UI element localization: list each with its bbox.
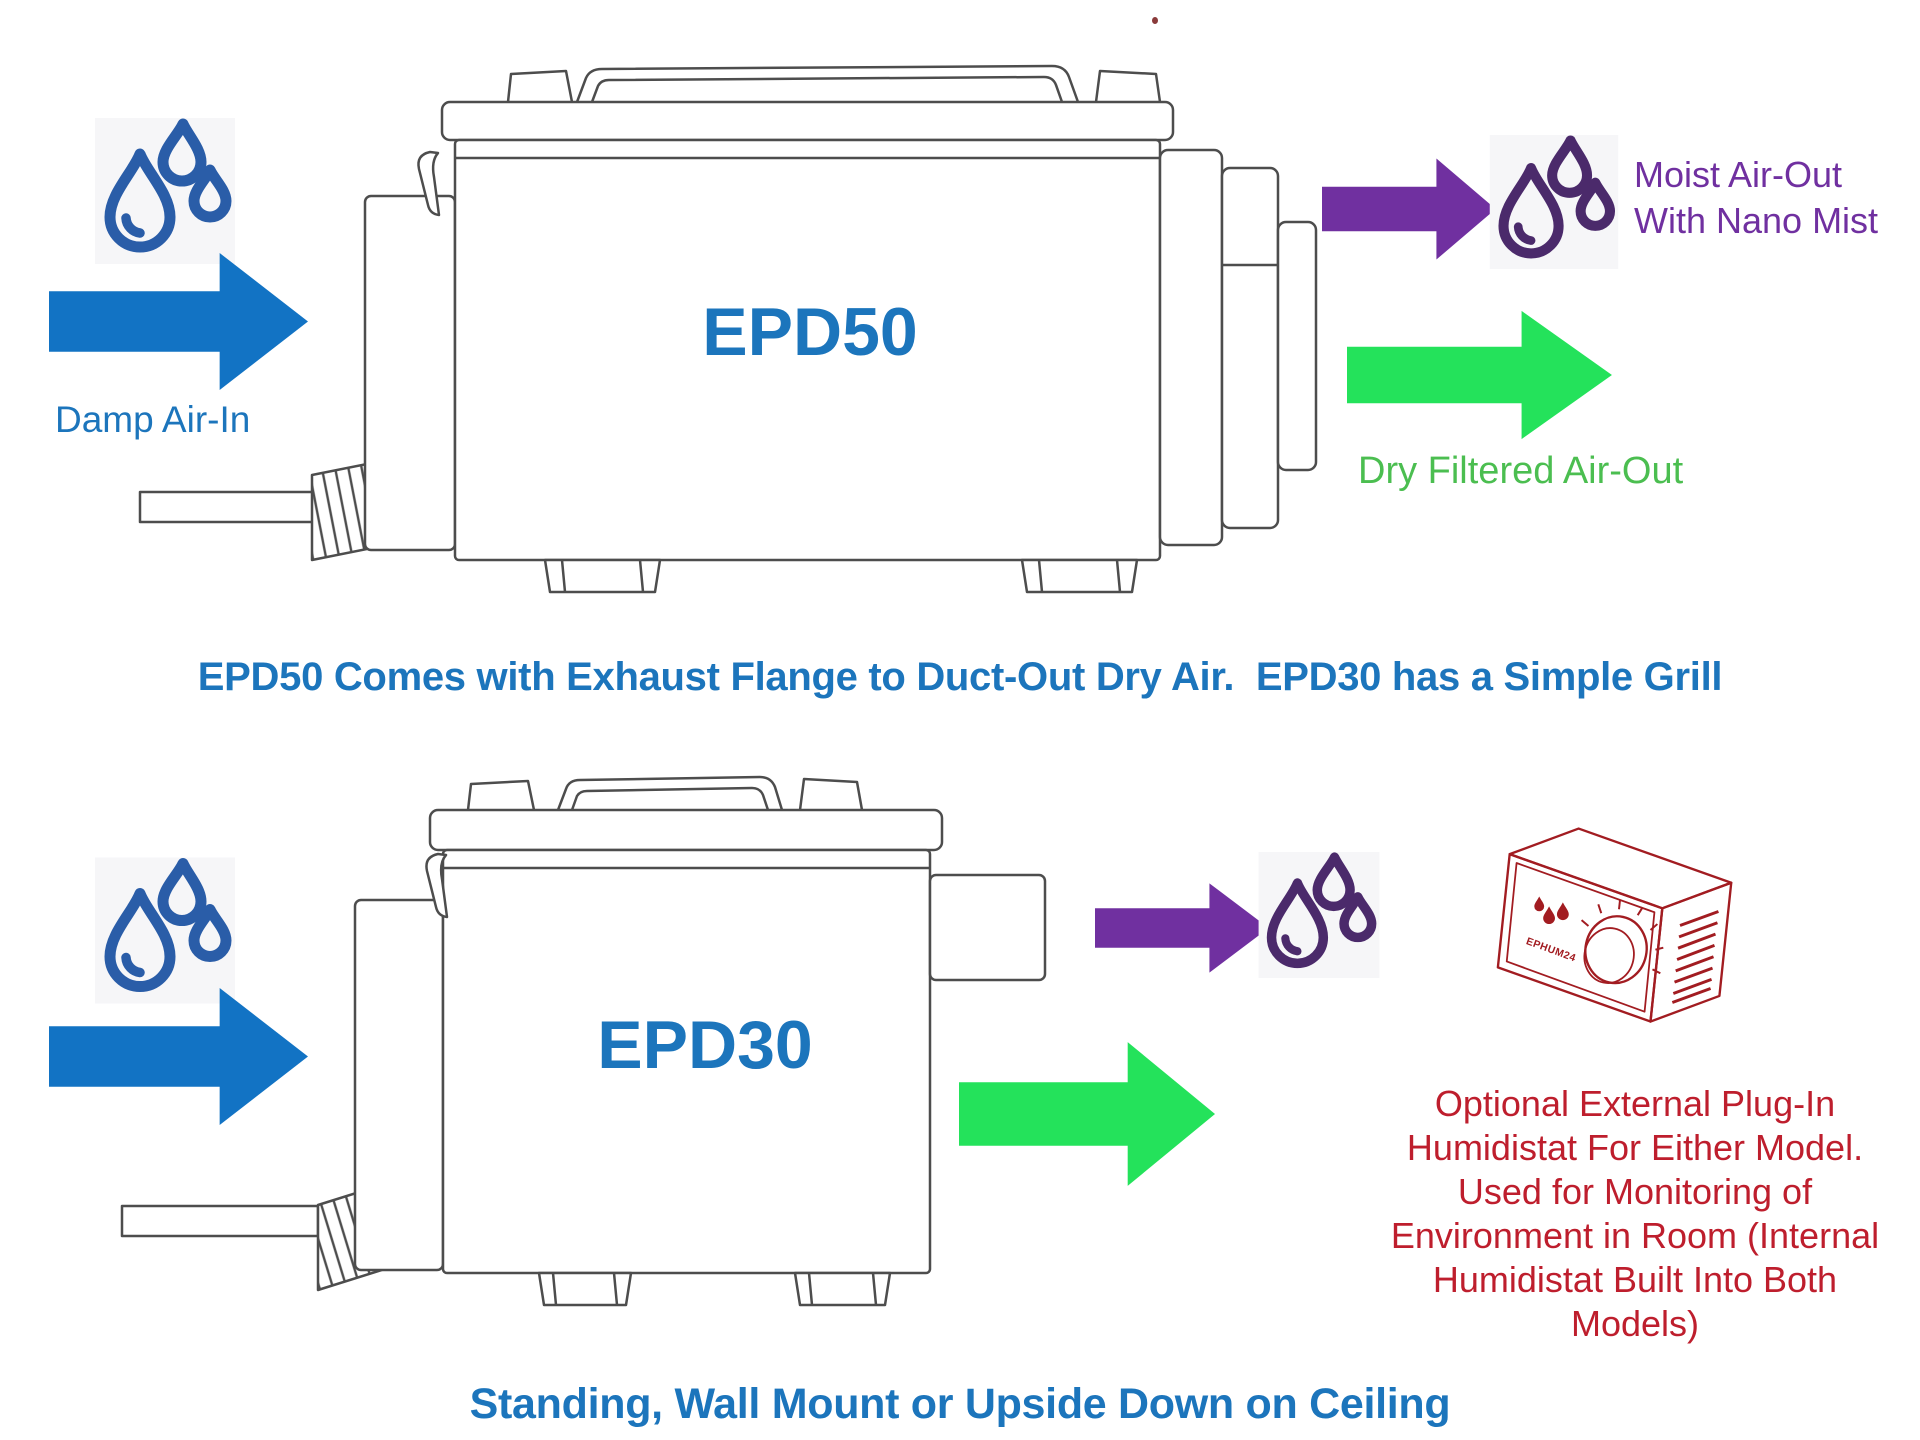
epd50-device-drawing	[138, 64, 1318, 594]
dry-air-out-arrow-2	[959, 1042, 1216, 1186]
epd30-latch-clip	[425, 852, 449, 919]
damp-droplets-icon	[95, 118, 235, 264]
epd50-latch-clip	[417, 150, 441, 217]
moist-air-out-arrow	[1322, 158, 1496, 260]
humidistat-note: Optional External Plug-In Humidistat For…	[1390, 1083, 1880, 1344]
humidistat-drawing: EPHUM24	[1496, 827, 1733, 1023]
epd30-feet	[537, 1271, 892, 1307]
humidistat-dial-ticks	[1580, 900, 1664, 975]
mid-caption: EPD50 Comes with Exhaust Flange to Duct-…	[197, 655, 1723, 699]
epd50-handle	[506, 64, 1162, 103]
moist-air-out-label: Moist Air-Out With Nano Mist	[1634, 154, 1879, 242]
stray-dot	[1152, 17, 1158, 24]
epd30-outlet-stub	[928, 873, 1047, 982]
humidistat-vent-slats	[1671, 910, 1719, 1004]
epd30-device-drawing	[120, 775, 1047, 1307]
moist-droplets-icon-2	[1258, 852, 1380, 978]
epd30-label: EPD30	[597, 1007, 813, 1083]
moist-air-out-arrow-2	[1095, 883, 1269, 973]
epd50-lid	[440, 100, 1175, 142]
epd50-feet	[543, 558, 1139, 594]
epd50-side-panel	[363, 194, 457, 552]
humidistat-model-label: EPHUM24	[1524, 936, 1577, 964]
moist-droplets-icon	[1489, 135, 1619, 269]
dry-air-out-label: Dry Filtered Air-Out	[1358, 450, 1684, 492]
epd30-lid	[428, 808, 944, 852]
epd30-side-panel	[353, 898, 445, 1272]
epd50-label: EPD50	[702, 294, 918, 370]
dry-air-out-arrow	[1347, 310, 1612, 440]
epd30-handle	[466, 775, 864, 811]
damp-air-in-label: Damp Air-In	[55, 399, 251, 440]
damp-droplets-icon-2	[95, 857, 235, 1004]
epd30-body	[441, 848, 932, 1275]
humidistat-droplets-logo	[1534, 896, 1569, 925]
epd50-exhaust-flange	[1158, 148, 1318, 547]
bottom-caption: Standing, Wall Mount or Upside Down on C…	[469, 1380, 1451, 1428]
